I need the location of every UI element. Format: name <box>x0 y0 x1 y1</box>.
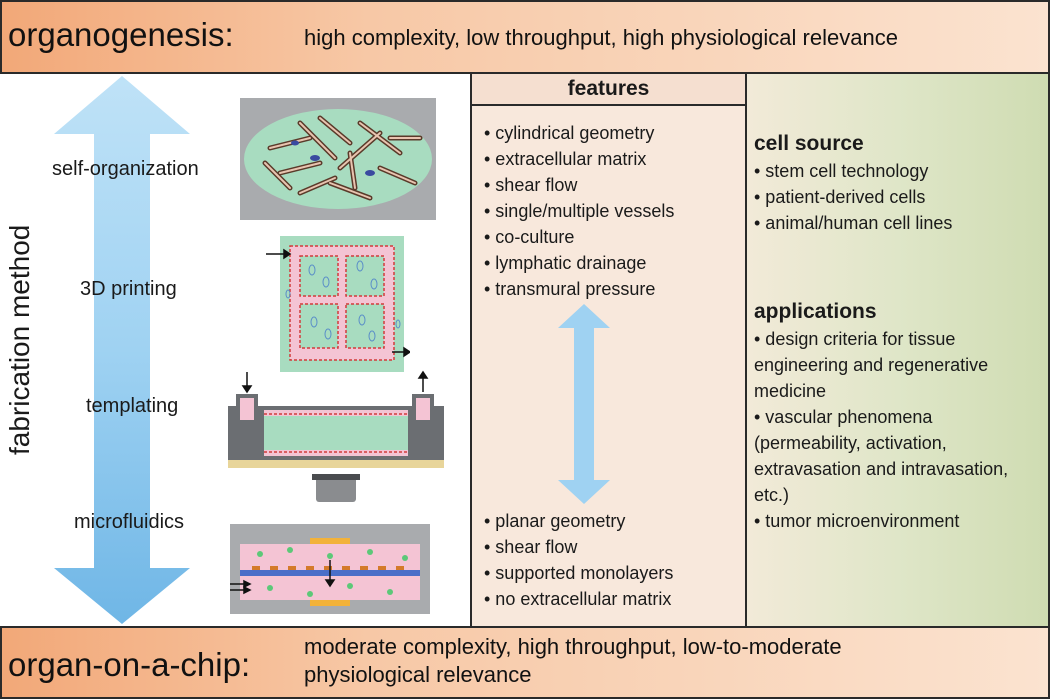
features-header: features <box>472 74 745 106</box>
cell-source-applications-panel: cell source • stem cell technology • pat… <box>747 74 1050 626</box>
method-self-organization: self-organization <box>52 158 199 180</box>
list-item: • planar geometry <box>484 511 626 531</box>
organogenesis-band: organogenesis: high complexity, low thro… <box>0 0 1050 74</box>
features-panel: features • cylindrical geometry • extrac… <box>470 74 747 626</box>
self-organization-illustration <box>240 98 436 220</box>
list-item: • design criteria for tissue engineering… <box>754 329 989 401</box>
list-item: • no extracellular matrix <box>484 589 672 609</box>
cell-source-list: • stem cell technology • patient-derived… <box>754 158 952 236</box>
list-item: • transmural pressure <box>484 279 656 299</box>
list-item: • cylindrical geometry <box>484 123 655 143</box>
middle-section: fabrication method self-organization 3D … <box>0 74 1050 626</box>
list-item: • co-culture <box>484 227 575 247</box>
3d-printing-illustration <box>266 236 410 372</box>
list-item: • stem cell technology <box>754 161 929 181</box>
list-item: • vascular phenomena (permeability, acti… <box>754 407 1009 505</box>
features-top-list: • cylindrical geometry • extracellular m… <box>484 120 674 302</box>
organ-on-a-chip-band: organ-on-a-chip: moderate complexity, hi… <box>0 626 1050 699</box>
double-arrow-icon <box>54 76 190 624</box>
list-item: • supported monolayers <box>484 563 674 583</box>
applications-list: • design criteria for tissue engineering… <box>754 326 1039 534</box>
method-3d-printing: 3D printing <box>80 278 177 300</box>
organ-on-a-chip-description: moderate complexity, high throughput, lo… <box>304 634 842 687</box>
features-bottom-list: • planar geometry • shear flow • support… <box>484 508 673 612</box>
list-item: • single/multiple vessels <box>484 201 675 221</box>
list-item: • extracellular matrix <box>484 149 647 169</box>
list-item: • patient-derived cells <box>754 187 926 207</box>
fabrication-panel: fabrication method self-organization 3D … <box>0 74 470 626</box>
fabrication-method-label: fabrication method <box>4 224 35 455</box>
organogenesis-description: high complexity, low throughput, high ph… <box>304 25 898 50</box>
list-item: • shear flow <box>484 175 578 195</box>
list-item: • animal/human cell lines <box>754 213 953 233</box>
double-arrow-icon <box>558 304 610 504</box>
organogenesis-title: organogenesis: <box>8 16 234 53</box>
cell-source-title: cell source <box>754 132 864 155</box>
organ-on-a-chip-title: organ-on-a-chip: <box>8 646 251 683</box>
list-item: • tumor microenvironment <box>754 511 960 531</box>
microfluidics-illustration <box>230 524 430 614</box>
method-templating: templating <box>86 395 179 417</box>
list-item: • lymphatic drainage <box>484 253 647 273</box>
templating-illustration <box>228 370 444 502</box>
method-microfluidics: microfluidics <box>74 511 185 533</box>
list-item: • shear flow <box>484 537 578 557</box>
applications-title: applications <box>754 300 877 323</box>
